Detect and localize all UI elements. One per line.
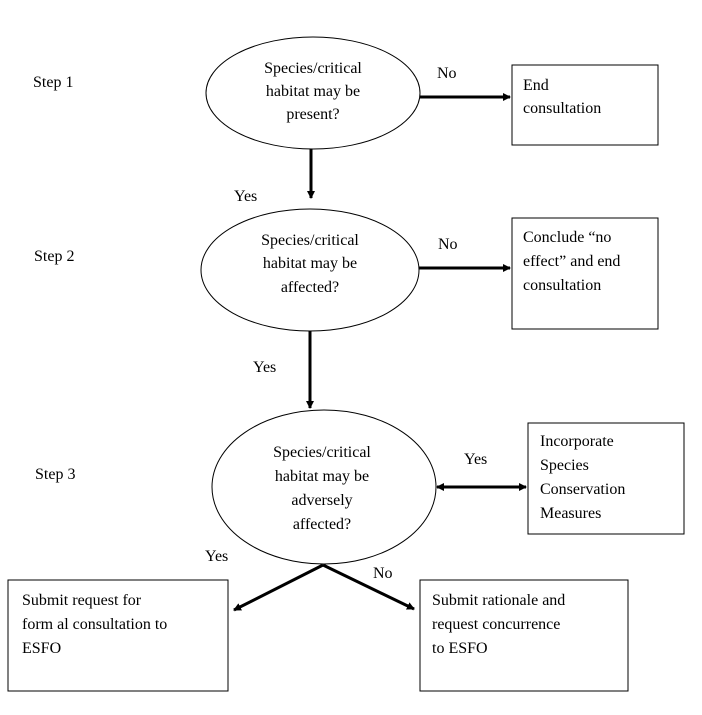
d3-no-label: No bbox=[373, 565, 393, 582]
formal-box-line-1: Submit request for bbox=[22, 592, 142, 609]
formal-box-line-2: form al consultation to bbox=[22, 616, 167, 633]
formal-consultation-box bbox=[7, 579, 229, 692]
decision-3-line-3: adversely bbox=[291, 492, 352, 509]
d3-yes-label: Yes bbox=[205, 548, 228, 565]
decision-1-line-2: habitat may be bbox=[266, 83, 360, 100]
decision-2-line-3: affected? bbox=[281, 279, 339, 296]
conservation-measures-box bbox=[527, 422, 685, 535]
decision-1-ellipse bbox=[205, 36, 421, 150]
decision-3-line-1: Species/critical bbox=[273, 444, 371, 461]
no-effect-box bbox=[511, 217, 659, 330]
formal-box-line-3: ESFO bbox=[22, 640, 61, 657]
decision-2-line-1: Species/critical bbox=[261, 232, 359, 249]
decision-3-line-4: affected? bbox=[293, 516, 351, 533]
rationale-box bbox=[419, 579, 629, 692]
measures-box-line-3: Conservation bbox=[540, 481, 625, 498]
rationale-box-line-1: Submit rationale and bbox=[432, 592, 565, 609]
end-box-line-2: consultation bbox=[523, 100, 601, 117]
d3-no-arrow bbox=[322, 563, 415, 611]
measures-box-line-4: Measures bbox=[540, 505, 601, 522]
decision-1-line-1: Species/critical bbox=[264, 60, 362, 77]
measures-box-line-2: Species bbox=[540, 457, 589, 474]
no-effect-box-line-2: effect” and end bbox=[523, 253, 620, 270]
decision-3-line-2: habitat may be bbox=[275, 468, 369, 485]
d1-no-label: No bbox=[437, 65, 457, 82]
end-box-line-1: End bbox=[523, 77, 549, 94]
d2-yes-label: Yes bbox=[253, 359, 276, 376]
d1-yes-label: Yes bbox=[234, 188, 257, 205]
step-3-label: Step 3 bbox=[35, 466, 75, 483]
rationale-box-line-3: to ESFO bbox=[432, 640, 488, 657]
no-effect-box-line-3: consultation bbox=[523, 277, 601, 294]
no-effect-box-line-1: Conclude “no bbox=[523, 229, 611, 246]
decision-1-line-3: present? bbox=[286, 106, 339, 123]
decision-3-ellipse bbox=[211, 409, 437, 565]
rationale-box-line-2: request concurrence bbox=[432, 616, 560, 633]
decision-2-line-2: habitat may be bbox=[263, 255, 357, 272]
measures-box-line-1: Incorporate bbox=[540, 433, 614, 450]
step-1-label: Step 1 bbox=[33, 74, 73, 91]
end-consultation-box bbox=[511, 64, 659, 146]
d3-yes-arrow bbox=[233, 563, 324, 612]
decision-2-ellipse bbox=[200, 208, 420, 332]
d3-measures-yes-label: Yes bbox=[464, 451, 487, 468]
d2-no-label: No bbox=[438, 236, 458, 253]
step-2-label: Step 2 bbox=[34, 248, 74, 265]
